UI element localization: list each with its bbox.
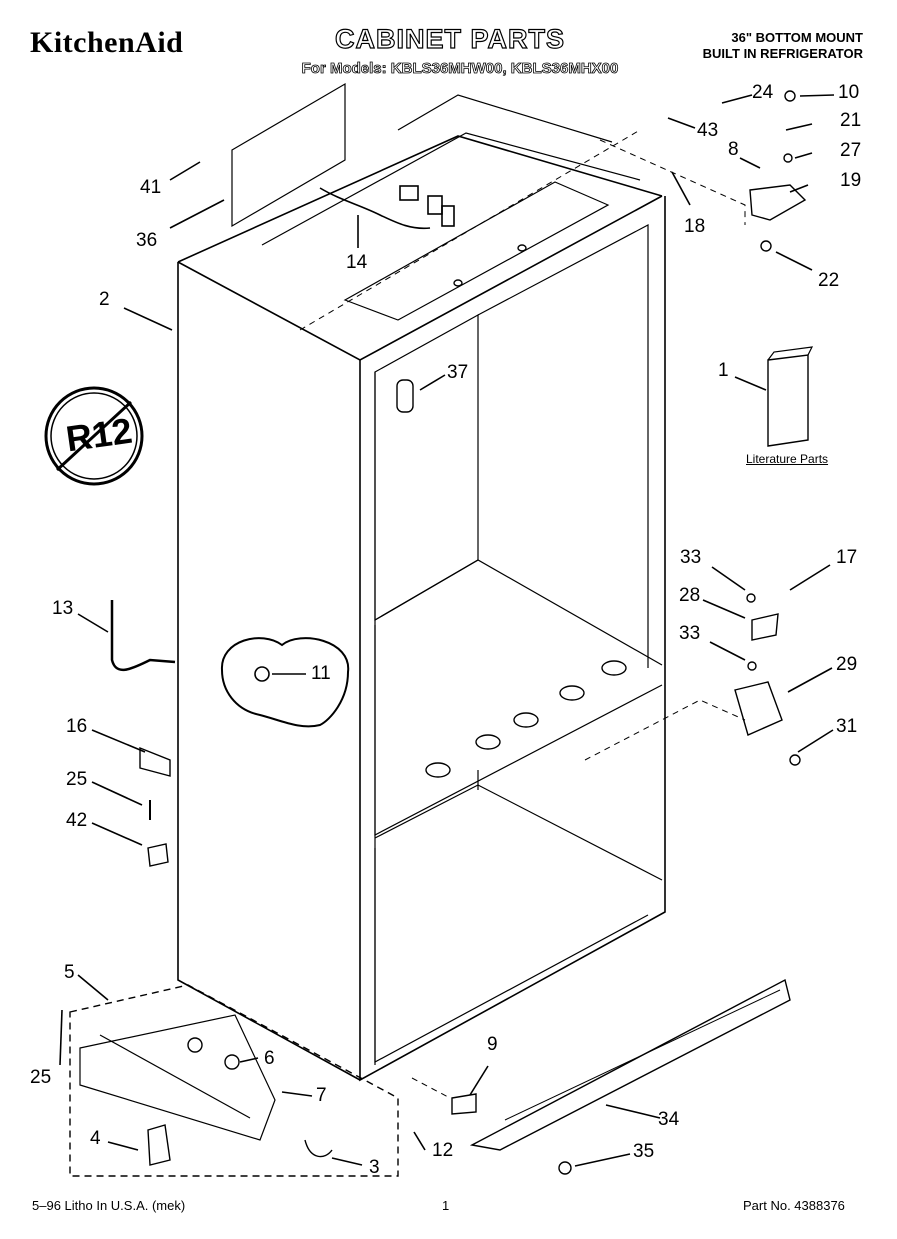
literature-parts-label: Literature Parts <box>746 452 829 466</box>
callout-21: 21 <box>840 110 862 131</box>
callout-29: 29 <box>836 654 858 675</box>
brand-logo: KitchenAid <box>30 26 184 59</box>
callout-25-lower: 25 <box>30 1067 52 1088</box>
callout-35: 35 <box>633 1141 655 1162</box>
callout-3: 3 <box>369 1157 380 1178</box>
callout-42: 42 <box>66 810 88 831</box>
callout-24: 24 <box>752 82 774 103</box>
page-number: 1 <box>442 1198 450 1213</box>
callout-22: 22 <box>818 270 840 291</box>
page-title: CABINET PARTS <box>334 23 565 54</box>
callout-18: 18 <box>684 216 706 237</box>
cutaway-outline <box>220 637 350 728</box>
callout-2: 2 <box>99 289 110 310</box>
part-number: Part No. 4388376 <box>743 1198 845 1213</box>
model-list: For Models: KBLS36MHW00, KBLS36MHX00 <box>301 60 619 78</box>
callout-31: 31 <box>836 716 858 737</box>
callout-41: 41 <box>140 177 162 198</box>
callout-37: 37 <box>447 362 469 383</box>
callout-8: 8 <box>728 139 739 160</box>
callout-33-upper: 33 <box>680 547 702 568</box>
callout-25-upper: 25 <box>66 769 88 790</box>
callout-36: 36 <box>136 230 158 251</box>
callout-5: 5 <box>64 962 75 983</box>
callout-4: 4 <box>90 1128 101 1149</box>
callout-14: 14 <box>346 252 368 273</box>
callout-11: 11 <box>311 663 331 684</box>
callout-19: 19 <box>840 170 862 191</box>
callout-7: 7 <box>316 1085 327 1106</box>
callout-43: 43 <box>697 120 719 141</box>
callout-28: 28 <box>679 585 701 606</box>
callout-27: 27 <box>840 140 862 161</box>
product-description-line1: 36" BOTTOM MOUNT <box>731 30 863 45</box>
callout-9: 9 <box>487 1034 498 1055</box>
callout-34: 34 <box>658 1109 680 1130</box>
print-info: 5–96 Litho In U.S.A. (mek) <box>32 1198 186 1213</box>
cabinet-left-edge <box>177 262 361 1081</box>
callout-10: 10 <box>838 82 860 103</box>
product-description-line2: BUILT IN REFRIGERATOR <box>702 46 863 61</box>
callout-33-lower: 33 <box>679 623 701 644</box>
callout-1: 1 <box>718 360 729 381</box>
callout-12: 12 <box>432 1140 454 1161</box>
callout-16: 16 <box>66 716 88 737</box>
callout-13: 13 <box>52 598 74 619</box>
no-r12-badge <box>44 386 144 486</box>
callout-17: 17 <box>836 547 858 568</box>
callout-6: 6 <box>264 1048 275 1069</box>
